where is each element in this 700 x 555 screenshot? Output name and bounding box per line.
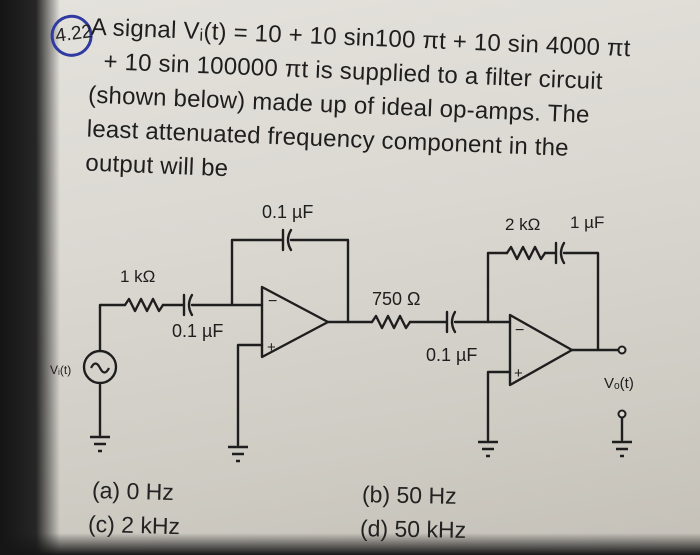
label-source: Vᵢ(t) (50, 363, 71, 377)
label-c-feedback-1: 0.1 µF (262, 202, 313, 222)
label-r-feedback-2: 2 kΩ (505, 215, 540, 234)
opamp-1-plus-sign: + (267, 339, 276, 356)
ac-source-symbol (82, 349, 118, 385)
option-a-value: 0 Hz (126, 477, 175, 506)
label-r-input-1: 1 kΩ (120, 267, 155, 286)
ground-output-icon (612, 440, 632, 458)
ground-opamp2-icon (478, 440, 498, 458)
ground-source-icon (90, 435, 110, 453)
capacitor-cf2-symbol (554, 241, 566, 265)
wire-opamp2-plus-ground (486, 370, 512, 442)
photo-dark-bottom (0, 533, 700, 555)
output-terminal-top (617, 345, 627, 355)
label-output: Vₒ(t) (604, 375, 634, 392)
wire-feedback2-to-out2 (562, 251, 600, 352)
wire-node1-feedback (230, 238, 284, 307)
opamp-1 (260, 285, 330, 359)
option-a-label: (a) (91, 476, 121, 504)
ground-opamp1-icon (228, 445, 248, 463)
opamp-2-plus-sign: + (514, 365, 523, 382)
option-b: (b) 50 Hz (362, 481, 457, 510)
option-a: (a) 0 Hz (92, 477, 174, 506)
opamp-1-minus-sign: − (268, 293, 277, 310)
ac-source-wave-icon (90, 362, 110, 374)
wire-opamp1-plus-ground (236, 343, 264, 447)
label-r-input-2: 750 Ω (372, 289, 421, 309)
wire-node2-feedback (486, 251, 509, 324)
capacitor-c2-symbol (445, 310, 457, 334)
capacitor-cf1-symbol (281, 228, 293, 252)
wire-source-to-r1 (98, 303, 127, 352)
output-terminal-bottom (617, 409, 627, 419)
opamp-2-minus-sign: − (515, 322, 524, 339)
resistor-2k-symbol (505, 245, 547, 261)
wire-feedback1-to-out1 (289, 238, 350, 324)
capacitor-c1-symbol (182, 293, 194, 317)
option-b-value: 50 Hz (396, 481, 457, 509)
photo-dark-edge (0, 0, 60, 555)
resistor-1k-symbol (123, 297, 165, 313)
resistor-750-symbol (370, 314, 412, 330)
label-c-input-1: 0.1 µF (172, 321, 223, 341)
option-b-label: (b) (361, 481, 391, 508)
label-c-input-2: 0.1 µF (426, 345, 477, 365)
ground-symbols (90, 435, 632, 463)
opamp-2 (508, 313, 574, 387)
label-c-feedback-2: 1 µF (570, 213, 604, 232)
